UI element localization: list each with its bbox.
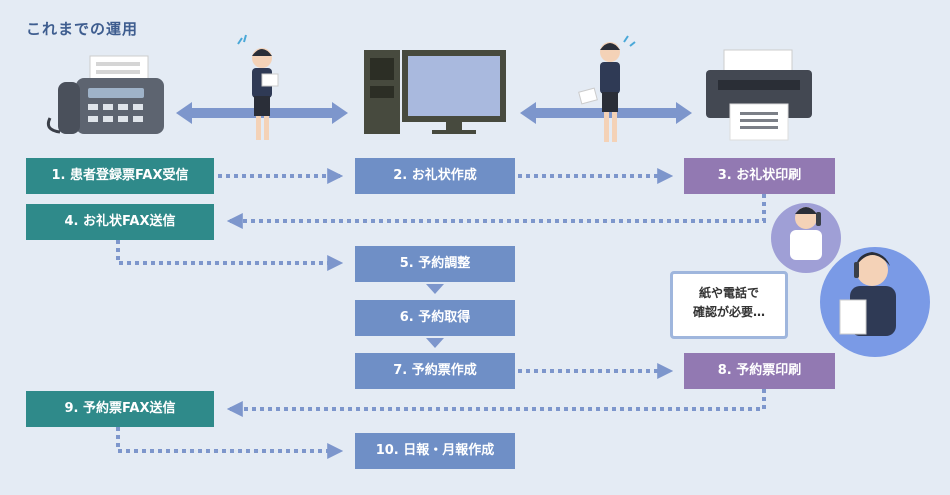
step-7-appointment-slip-create: 7. 予約票作成 xyxy=(355,353,515,389)
flow-connectors xyxy=(116,168,766,459)
step-10-daily-monthly-report: 10. 日報・月報作成 xyxy=(355,433,515,469)
step-6-appointment-acquire: 6. 予約取得 xyxy=(355,300,515,336)
computer-icon xyxy=(364,50,506,134)
fax-machine-icon xyxy=(46,55,164,134)
worried-staff-icon-2 xyxy=(578,35,636,142)
doctor-on-phone-icon xyxy=(771,203,841,273)
step-3-thank-you-letter-print: 3. お礼状印刷 xyxy=(684,158,835,194)
page-title: これまでの運用 xyxy=(26,20,139,38)
bubble-line-2: 確認が必要… xyxy=(692,305,765,319)
speech-bubble: 紙や電話で 確認が必要… xyxy=(670,271,788,339)
step-2-thank-you-letter-create: 2. お礼状作成 xyxy=(355,158,515,194)
step-1-fax-receive: 1. 患者登録票FAX受信 xyxy=(26,158,214,194)
step-5-appointment-adjust: 5. 予約調整 xyxy=(355,246,515,282)
step-8-appointment-slip-print: 8. 予約票印刷 xyxy=(684,353,835,389)
nurse-on-phone-icon xyxy=(820,247,930,357)
step-4-thank-you-letter-fax: 4. お礼状FAX送信 xyxy=(26,204,214,240)
down-arrows xyxy=(426,284,444,348)
printer-icon xyxy=(706,49,812,141)
step-9-appointment-slip-fax: 9. 予約票FAX送信 xyxy=(26,391,214,427)
worried-staff-icon xyxy=(237,34,279,140)
bubble-line-1: 紙や電話で xyxy=(698,286,759,300)
